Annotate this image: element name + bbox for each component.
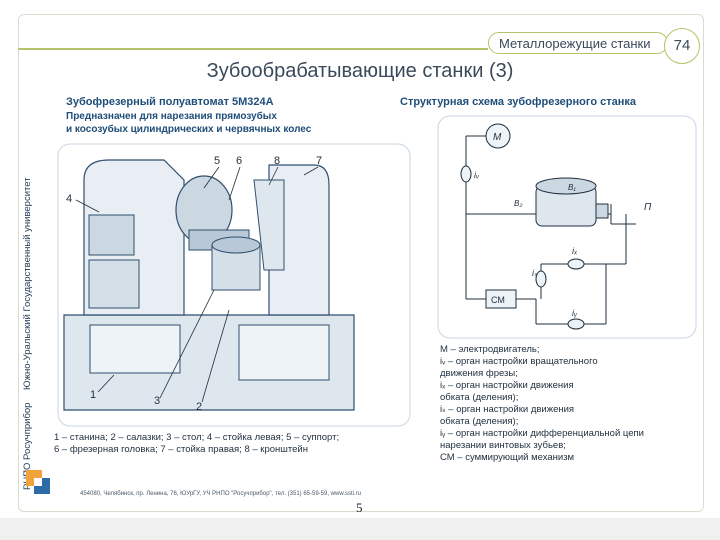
vertical-sidebar: РНПО Росучприбор Южно-Уральский Государс… xyxy=(22,120,44,500)
base-panel-left xyxy=(89,324,181,374)
electrical-cabinet xyxy=(88,259,140,309)
b1-label: B₁ xyxy=(568,183,576,192)
iv-symbol xyxy=(460,165,472,183)
slide-number: 5 xyxy=(356,500,363,515)
header-rule xyxy=(18,48,488,50)
b2-label: B₂ xyxy=(514,199,522,208)
machine-subtitle-2: и косозубых цилиндрических и червячных к… xyxy=(66,124,312,135)
p-label: П xyxy=(644,202,652,213)
table-top xyxy=(211,236,261,254)
scheme-legend: М – электродвигатель; iᵥ – орган настрой… xyxy=(440,344,708,464)
section-title: Металлорежущие станки xyxy=(488,32,668,54)
slide-title: Зубообрабатывающие станки (3) xyxy=(206,60,514,82)
legend-line: iₓ – орган настройки движения xyxy=(440,380,574,391)
callout-4: 4 xyxy=(66,193,72,205)
legend-line: нарезании винтовых зубьев; xyxy=(440,440,566,451)
legend-line: iᵥ – орган настройки вращательного xyxy=(440,356,598,367)
legend-line: iₛ – орган настройки движения xyxy=(440,404,575,415)
callout-7: 7 xyxy=(316,155,322,167)
structural-scheme: М СМ iᵥ iₓ iₛ iᵧ B₂ B₁ П xyxy=(437,115,697,339)
legend-line: iᵧ – орган настройки дифференциальной це… xyxy=(440,428,644,439)
iv-label: iᵥ xyxy=(474,170,480,180)
table-top-symbol xyxy=(535,177,597,195)
callout-1: 1 xyxy=(90,389,96,401)
legend-line: движения фрезы; xyxy=(440,368,518,379)
bottom-strip xyxy=(0,518,720,540)
callout-8: 8 xyxy=(274,155,280,167)
cm-box xyxy=(485,289,517,309)
scheme-panel xyxy=(437,115,697,339)
footer-address: 454080, Челябинск, пр. Ленина, 76, ЮУрГУ… xyxy=(80,491,362,497)
bracket xyxy=(253,179,285,271)
page-number-badge: 74 xyxy=(664,28,700,64)
machine-heading: Зубофрезерный полуавтомат 5М324А xyxy=(66,96,274,108)
callout-3: 3 xyxy=(154,395,160,407)
callout-5: 5 xyxy=(214,155,220,167)
machine-caption: 1 – станина; 2 – салазки; 3 – стол; 4 – … xyxy=(54,432,414,456)
legend-line: обката (деления); xyxy=(440,392,519,403)
is-label: iₛ xyxy=(532,268,538,278)
control-panel xyxy=(88,214,135,256)
machine-illustration: 4 5 6 8 7 1 3 2 xyxy=(57,143,411,427)
legend-line: обката (деления); xyxy=(440,416,519,427)
caption-line-2: 6 – фрезерная головка; 7 – стойка правая… xyxy=(54,444,308,455)
iy-label: iᵧ xyxy=(572,308,578,318)
legend-line: СМ – суммирующий механизм xyxy=(440,452,575,463)
publisher-logo-icon xyxy=(26,470,50,494)
ix-symbol xyxy=(567,258,585,270)
is-symbol xyxy=(535,270,547,288)
iy-symbol xyxy=(567,318,585,330)
callout-6: 6 xyxy=(236,155,242,167)
machine-subtitle-1: Предназначен для нарезания прямозубых xyxy=(66,111,277,122)
scheme-heading: Структурная схема зубофрезерного станка xyxy=(400,96,636,108)
caption-line-1: 1 – станина; 2 – салазки; 3 – стол; 4 – … xyxy=(54,432,340,443)
legend-line: М – электродвигатель; xyxy=(440,344,540,355)
hob-symbol xyxy=(595,203,609,219)
university-text: Южно-Уральский Государственный университ… xyxy=(22,177,33,390)
callout-2: 2 xyxy=(196,401,202,413)
ix-label: iₓ xyxy=(572,246,578,256)
cm-label: СМ xyxy=(491,295,505,305)
motor-label: М xyxy=(493,132,502,143)
base-panel-right xyxy=(238,324,330,381)
